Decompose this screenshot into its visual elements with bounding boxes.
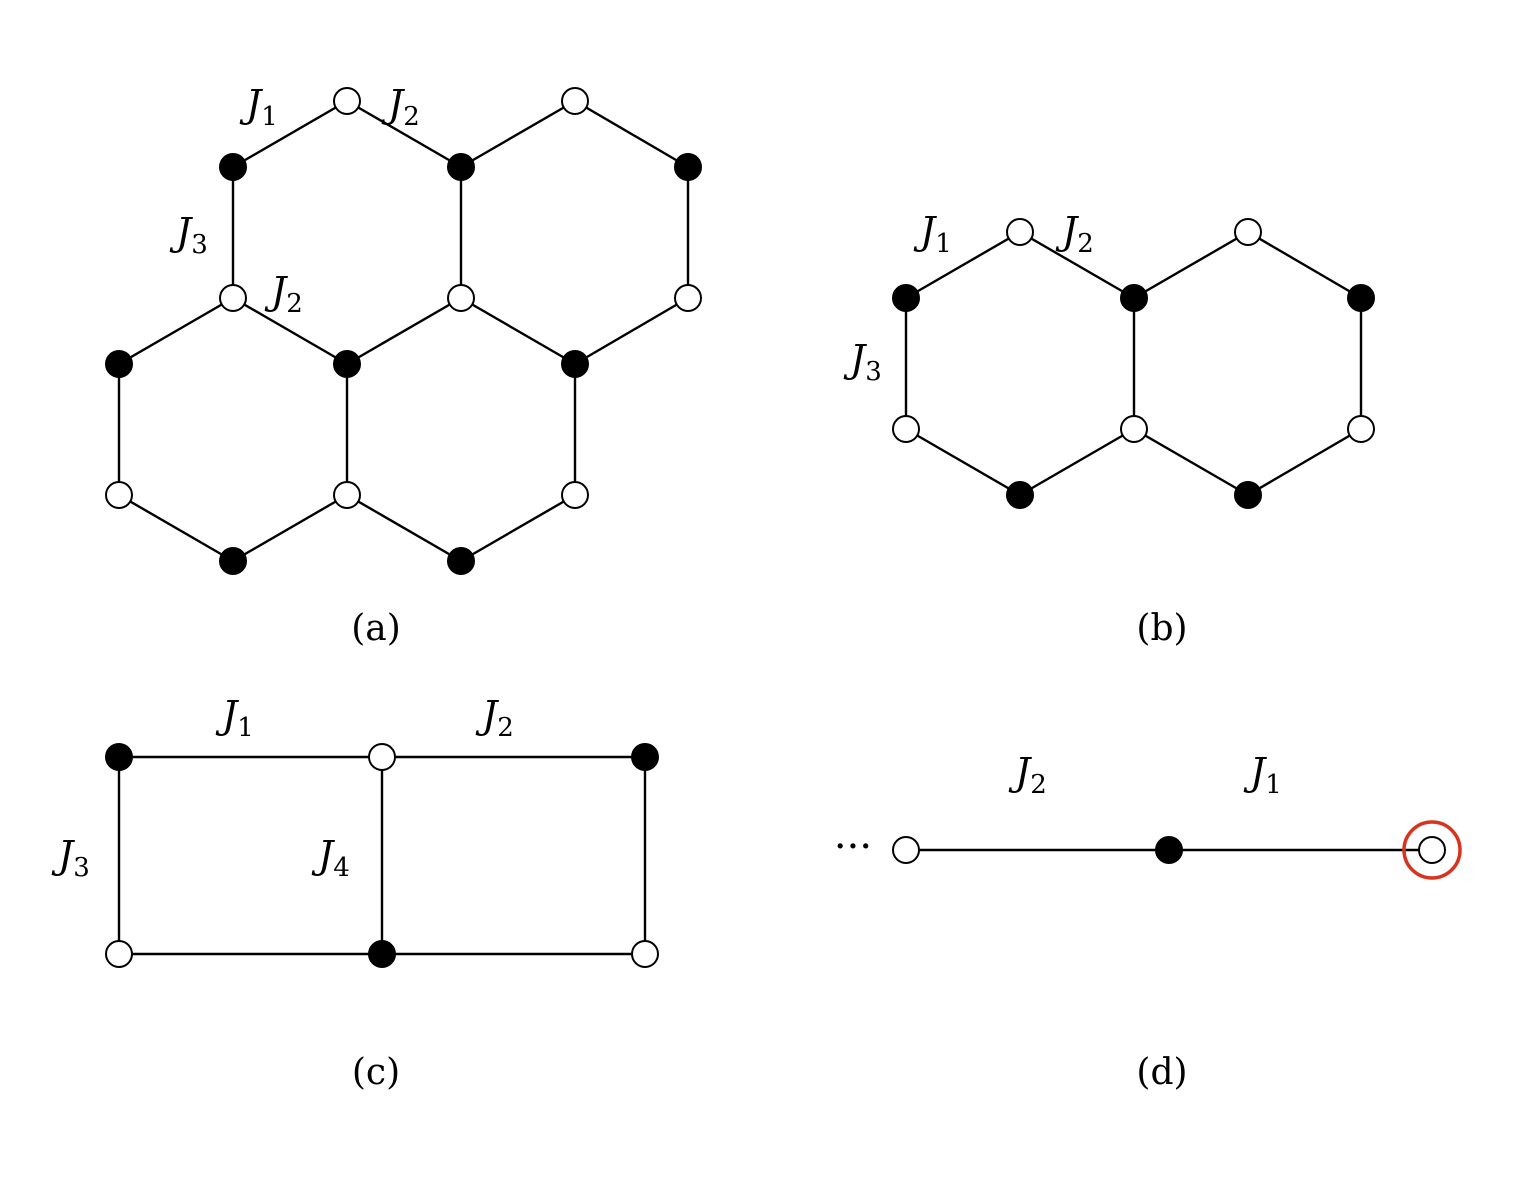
- lattice-node: [561, 87, 589, 115]
- edge: [574, 296, 689, 366]
- lattice-node: [447, 284, 475, 312]
- panel-c-nodes: [105, 743, 659, 968]
- coupling-label: J1: [215, 693, 254, 743]
- boundary-highlight-ring: [1402, 820, 1462, 880]
- panel-b-caption: (b): [1136, 608, 1187, 649]
- lattice-node: [1347, 284, 1375, 312]
- edge: [118, 296, 234, 366]
- lattice-node: [1347, 415, 1375, 443]
- lattice-node: [219, 284, 247, 312]
- lattice-node: [368, 940, 396, 968]
- lattice-node: [1120, 415, 1148, 443]
- ellipsis: ···: [834, 824, 872, 870]
- panel-b-edges: [904, 230, 1363, 497]
- lattice-node: [219, 153, 247, 181]
- edge: [346, 296, 462, 366]
- lattice-node: [105, 940, 133, 968]
- panel-c-caption: (c): [352, 1052, 400, 1093]
- lattice-node: [219, 547, 247, 575]
- lattice-node: [368, 743, 396, 771]
- panel-c-labels: J1 J2 J3 J4: [51, 693, 514, 883]
- panel-d-nodes: [892, 820, 1462, 880]
- lattice-node: [674, 284, 702, 312]
- panel-a-edges: [117, 99, 690, 563]
- edge: [460, 296, 576, 366]
- edge: [232, 296, 348, 366]
- coupling-label: J3: [843, 337, 882, 387]
- panel-a-nodes: [105, 87, 702, 575]
- edge: [460, 99, 576, 169]
- panel-c: J1 J2 J3 J4 (c): [51, 693, 659, 1093]
- lattice-node: [631, 940, 659, 968]
- panel-b: J1 J2 J3 (b): [843, 209, 1375, 649]
- edge: [346, 99, 462, 169]
- coupling-label: J1: [1243, 750, 1282, 800]
- lattice-node: [892, 415, 920, 443]
- lattice-node: [674, 153, 702, 181]
- lattice-node: [1234, 218, 1262, 246]
- coupling-label: J3: [51, 833, 90, 883]
- lattice-node: [1006, 481, 1034, 509]
- panel-d: ··· J2 J1 (d): [834, 750, 1462, 1093]
- coupling-label: J3: [169, 210, 208, 260]
- edge: [1247, 230, 1362, 300]
- lattice-node: [561, 481, 589, 509]
- panel-c-edges: [117, 755, 647, 956]
- coupling-label: J2: [1008, 750, 1047, 800]
- edge: [232, 493, 348, 563]
- lattice-node: [892, 836, 920, 864]
- panel-d-caption: (d): [1136, 1052, 1187, 1093]
- panel-a: J1 J2 J3 J2 (a): [105, 82, 702, 649]
- panel-a-labels: J1 J2 J3 J2: [169, 82, 420, 319]
- lattice-node: [892, 284, 920, 312]
- edge: [460, 493, 576, 563]
- lattice-node: [631, 743, 659, 771]
- lattice-node: [333, 481, 361, 509]
- coupling-label: J1: [913, 209, 952, 259]
- coupling-label: J2: [1055, 209, 1094, 259]
- panel-d-labels: J2 J1: [1008, 750, 1282, 800]
- lattice-node: [333, 350, 361, 378]
- lattice-node: [1120, 284, 1148, 312]
- edge: [1019, 230, 1135, 300]
- lattice-node: [105, 481, 133, 509]
- edge: [1247, 427, 1362, 497]
- lattice-node: [333, 87, 361, 115]
- lattice-node: [447, 153, 475, 181]
- edge: [232, 99, 348, 169]
- coupling-label: J4: [311, 833, 350, 883]
- edge: [905, 230, 1021, 300]
- lattice-node: [1155, 836, 1183, 864]
- edge: [574, 99, 689, 169]
- panel-b-nodes: [892, 218, 1375, 509]
- lattice-node: [1418, 836, 1446, 864]
- edge: [1133, 230, 1249, 300]
- lattice-node: [1006, 218, 1034, 246]
- lattice-node: [1234, 481, 1262, 509]
- edge: [1019, 427, 1135, 497]
- panel-b-labels: J1 J2 J3: [843, 209, 1094, 387]
- coupling-label: J2: [475, 693, 514, 743]
- coupling-label: J2: [264, 269, 303, 319]
- edge: [118, 493, 234, 563]
- panel-a-caption: (a): [351, 608, 401, 649]
- lattice-node: [105, 743, 133, 771]
- coupling-label: J1: [239, 82, 278, 132]
- edge: [346, 493, 462, 563]
- edge: [905, 427, 1021, 497]
- lattice-node: [105, 350, 133, 378]
- edge: [1133, 427, 1249, 497]
- lattice-node: [447, 547, 475, 575]
- lattice-node: [561, 350, 589, 378]
